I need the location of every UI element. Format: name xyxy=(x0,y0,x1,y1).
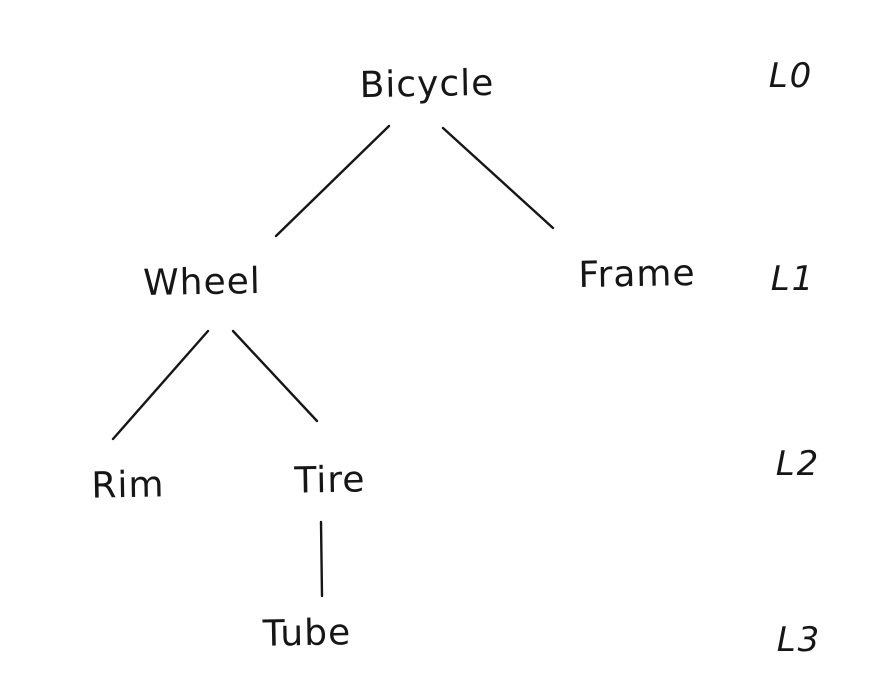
tree-node-wheel: Wheel xyxy=(142,260,262,305)
tree-node-tube: Tube xyxy=(262,612,352,655)
tree-edge-bicycle-wheel xyxy=(274,124,391,238)
level-label-l2: L2 xyxy=(775,444,821,484)
level-label-l1: L1 xyxy=(770,259,816,299)
tree-node-tire: Tire xyxy=(294,459,366,502)
level-label-l0: L0 xyxy=(768,56,814,96)
tree-node-frame: Frame xyxy=(578,252,696,297)
tree-edge-wheel-tire xyxy=(231,329,319,423)
level-label-l3: L3 xyxy=(776,620,822,660)
tree-node-bicycle: Bicycle xyxy=(359,62,495,107)
tree-edge-bicycle-frame xyxy=(441,126,555,230)
tree-edge-wheel-rim xyxy=(111,329,210,441)
tree-node-rim: Rim xyxy=(91,464,165,507)
tree-edge-tire-tube xyxy=(319,520,324,598)
